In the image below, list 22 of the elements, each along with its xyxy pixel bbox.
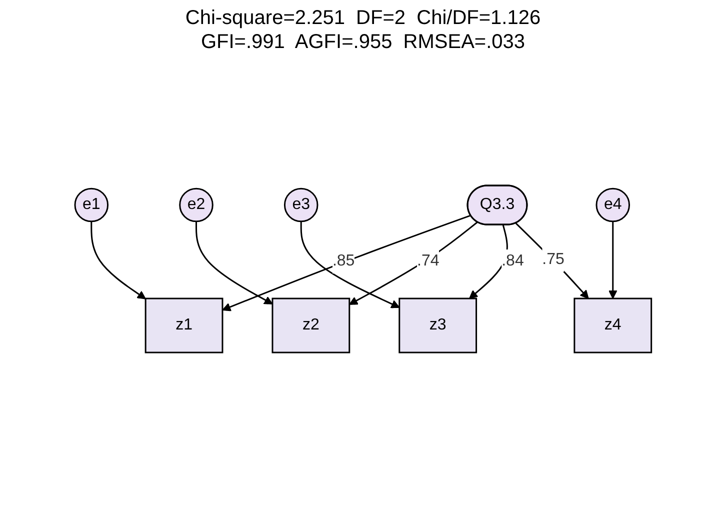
edge-label: .84 — [501, 252, 524, 270]
edge-label: .85 — [332, 252, 355, 270]
node-box: z2 — [272, 298, 350, 354]
fit-statistics-text: Chi-square=2.251 DF=2 Chi/DF=1.126 — [185, 6, 541, 30]
arrow — [195, 221, 273, 304]
arrow — [608, 221, 618, 299]
node-circle: e2 — [178, 188, 214, 222]
node-circle: e1 — [74, 188, 108, 222]
arrow — [468, 224, 508, 299]
fit-statistics-text: GFI=.991 AGFI=.955 RMSEA=.033 — [200, 30, 526, 54]
node-box: z4 — [574, 298, 652, 354]
node-box: z1 — [144, 298, 224, 354]
arrow — [90, 221, 146, 300]
edge-label: .75 — [542, 250, 564, 268]
node-box: z3 — [398, 298, 477, 354]
node-circle: e3 — [284, 188, 318, 222]
arrow — [222, 214, 471, 312]
arrow — [348, 222, 478, 305]
node-circle: e4 — [596, 188, 630, 222]
arrow — [515, 222, 589, 299]
edge-label: .74 — [416, 252, 440, 270]
arrow — [300, 221, 400, 308]
